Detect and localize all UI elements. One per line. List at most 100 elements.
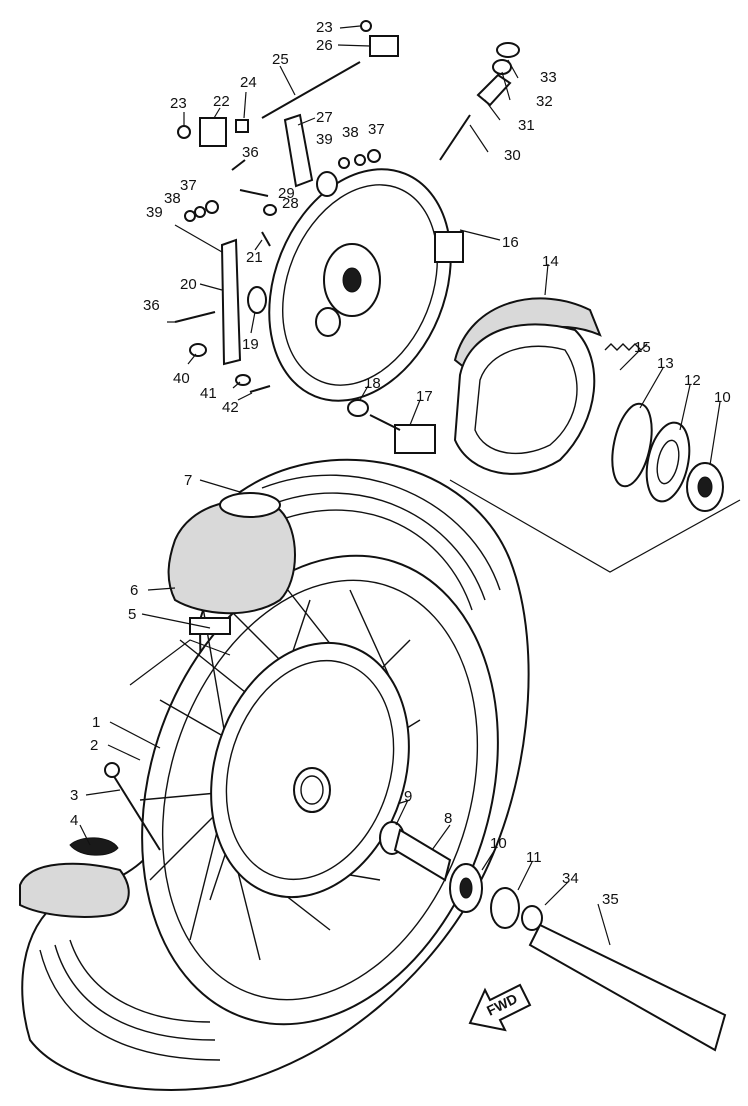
cable-fitting (476, 73, 512, 107)
clevis-22 (199, 117, 227, 147)
fwd-arrow: FWD (468, 983, 532, 1032)
callout-6: 6 (130, 582, 138, 599)
bracket-lever-left (174, 224, 223, 253)
callout-16: 16 (502, 234, 519, 251)
callout-12: 12 (684, 372, 701, 389)
oil-seal-inner (656, 439, 680, 485)
callout-23-left: 23 (170, 95, 187, 112)
bolt-36-lower (174, 311, 216, 323)
bearing-upper-bore (697, 476, 713, 498)
bearing-lower-bore (459, 877, 473, 899)
bracket-tire (129, 639, 231, 686)
callout-37-right: 37 (368, 121, 385, 138)
hub-bearing-bore (300, 775, 324, 805)
callout-23-top: 23 (316, 19, 333, 36)
callout-17: 17 (416, 388, 433, 405)
oil-seal (645, 421, 691, 503)
callout-2: 2 (90, 737, 98, 754)
callout-11: 11 (526, 849, 542, 866)
callout-24: 24 (240, 74, 257, 91)
axle-35 (528, 923, 727, 1052)
callout-36-upper: 36 (242, 144, 259, 161)
callout-7: 7 (184, 472, 192, 489)
washer-19 (247, 286, 267, 314)
speedo-drive-shaft (369, 414, 401, 431)
brake-rod (261, 61, 361, 119)
rim-band (219, 492, 281, 518)
speedo-drive (394, 424, 436, 454)
bolt-29 (239, 189, 269, 197)
callout-1: 1 (92, 714, 100, 731)
brake-spring (604, 343, 648, 351)
callout-13: 13 (657, 355, 674, 372)
washer-28 (263, 204, 277, 216)
callout-3: 3 (70, 787, 78, 804)
callout-35: 35 (602, 891, 619, 908)
callout-10-upper: 10 (714, 389, 731, 406)
callout-39-right: 39 (316, 131, 333, 148)
callout-40: 40 (173, 370, 190, 387)
brake-panel-rim (282, 184, 438, 386)
nut-37-left (205, 200, 219, 214)
tire-tread-line (261, 474, 501, 591)
callout-25: 25 (272, 51, 289, 68)
callout-42: 42 (222, 399, 239, 416)
speedo-gear (611, 402, 653, 488)
rim-band-patch (189, 617, 231, 635)
cable-nut (492, 59, 512, 75)
callout-38-left: 38 (164, 190, 181, 207)
seal-11 (490, 887, 520, 929)
brake-shoe-inner (474, 345, 578, 455)
callout-19: 19 (242, 336, 259, 353)
spacer-8 (393, 828, 452, 882)
callout-27: 27 (316, 109, 333, 126)
callout-30: 30 (504, 147, 521, 164)
brake-panel-bore (342, 267, 362, 293)
callout-38-right: 38 (342, 124, 359, 141)
rod-joint (369, 35, 399, 57)
spacer-near-27 (316, 171, 338, 197)
washer-39-right (338, 157, 350, 169)
wheel-assembly (21, 458, 530, 1091)
callout-28: 28 (282, 195, 299, 212)
cable-ring (496, 42, 520, 58)
washer-18 (347, 399, 369, 417)
callout-15: 15 (634, 339, 651, 356)
nut-24 (235, 119, 249, 133)
cable-housing (439, 114, 471, 161)
callout-26: 26 (316, 37, 333, 54)
callout-labels: 1 2 3 4 5 6 7 8 9 10 10 11 12 13 14 15 1… (70, 19, 731, 908)
callout-18: 18 (364, 375, 381, 392)
callout-14: 14 (542, 253, 559, 270)
callout-10-lower: 10 (490, 835, 507, 852)
screw-23 (177, 125, 191, 139)
brake-cam-boss (315, 307, 341, 337)
callout-4: 4 (70, 812, 78, 829)
callout-36-lower: 36 (143, 297, 160, 314)
pin-40 (189, 343, 207, 357)
bracket-shoe-bearing (449, 479, 741, 573)
washer-38-left (194, 206, 206, 218)
callout-29: 29 (278, 185, 295, 202)
screw-23-top (360, 20, 372, 32)
bolt-21 (261, 231, 271, 247)
callout-31: 31 (518, 117, 535, 134)
callout-9: 9 (404, 788, 412, 805)
callout-34: 34 (562, 870, 579, 887)
tire-tread-line (54, 944, 216, 1041)
tire-cross-section (19, 862, 130, 918)
hub-flange (225, 659, 395, 881)
tube-section (167, 492, 296, 635)
brake-panel (268, 168, 464, 402)
callout-22: 22 (213, 93, 230, 110)
tire-bead (69, 837, 119, 856)
tire-tread-line (69, 939, 211, 1023)
callout-5: 5 (128, 606, 136, 623)
tire-tread-line (269, 492, 486, 601)
washer-39-left (184, 210, 196, 222)
hub-bearing-seat (293, 767, 331, 813)
rim-inner-edge (161, 579, 479, 1001)
callout-39-left: 39 (146, 204, 163, 221)
bolt-36-upper (231, 159, 246, 171)
